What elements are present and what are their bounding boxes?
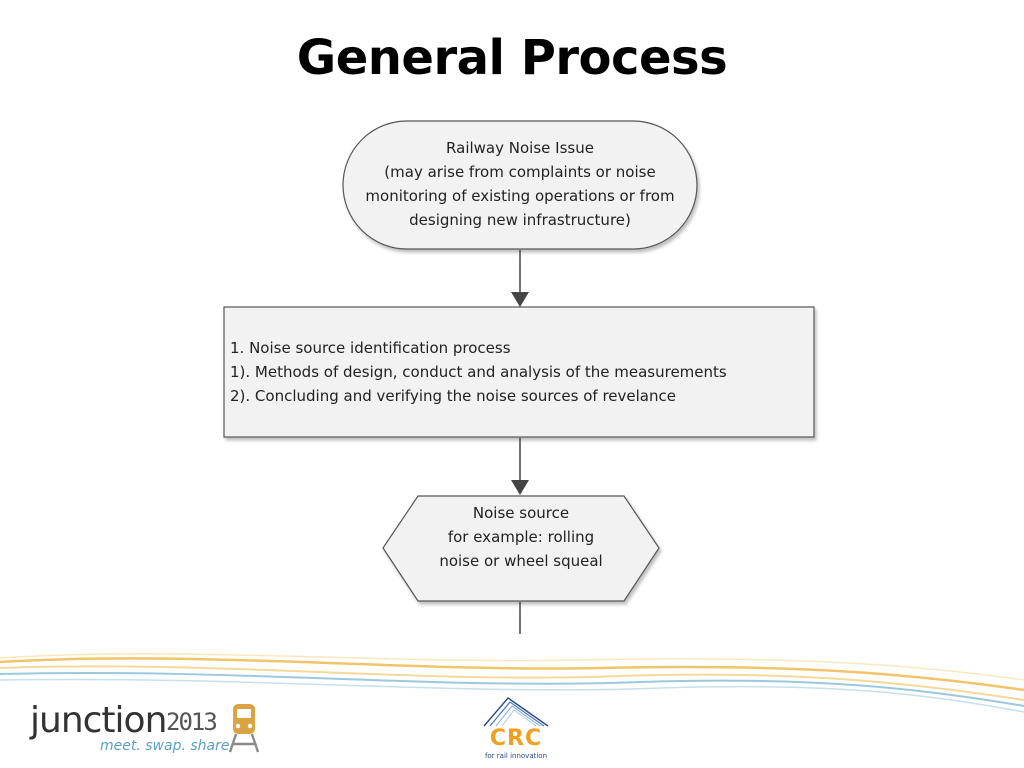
start-node-line-2: (may arise from complaints or noise	[384, 163, 656, 181]
process-box-line-2: 1). Methods of design, conduct and analy…	[230, 363, 727, 381]
output-node-line-3: noise or wheel squeal	[439, 552, 603, 570]
output-node-shape	[382, 495, 660, 602]
output-node-line-1: Noise source	[472, 504, 570, 522]
start-node-line-3: monitoring of existing operations or fro…	[365, 187, 675, 205]
process-box-label: 1. Noise source identification process 1…	[230, 336, 810, 408]
junction-logo-year: 2013	[166, 708, 218, 736]
crc-logo: CRC for rail innovation	[474, 692, 558, 762]
start-node-line-4: designing new infrastructure)	[409, 211, 631, 229]
process-box-line-3: 2). Concluding and verifying the noise s…	[230, 387, 676, 405]
start-node-shape	[342, 120, 698, 250]
arrowhead-1	[511, 292, 529, 307]
junction-logo-tagline: meet. swap. share.	[100, 738, 234, 754]
footer-wave-decoration	[0, 653, 1024, 713]
slide-title: General Process	[296, 30, 728, 86]
process-box-line-1: 1. Noise source identification process	[230, 339, 511, 357]
process-box-shape	[223, 306, 815, 438]
crc-logo-tagline: for rail innovation	[484, 752, 548, 760]
output-node-line-2: for example: rolling	[447, 528, 595, 546]
start-node-label: Railway Noise Issue (may arise from comp…	[343, 136, 697, 232]
arrowhead-2	[511, 480, 529, 495]
crc-arch-icon	[483, 697, 549, 727]
train-icon	[228, 704, 260, 753]
crc-logo-word: CRC	[489, 726, 543, 751]
output-node-label: Noise source for example: rolling noise …	[383, 501, 659, 573]
junction-logo: junction 2013 meet. swap. share.	[30, 700, 270, 760]
start-node-line-1: Railway Noise Issue	[446, 139, 594, 157]
junction-logo-word: junction	[30, 700, 167, 741]
